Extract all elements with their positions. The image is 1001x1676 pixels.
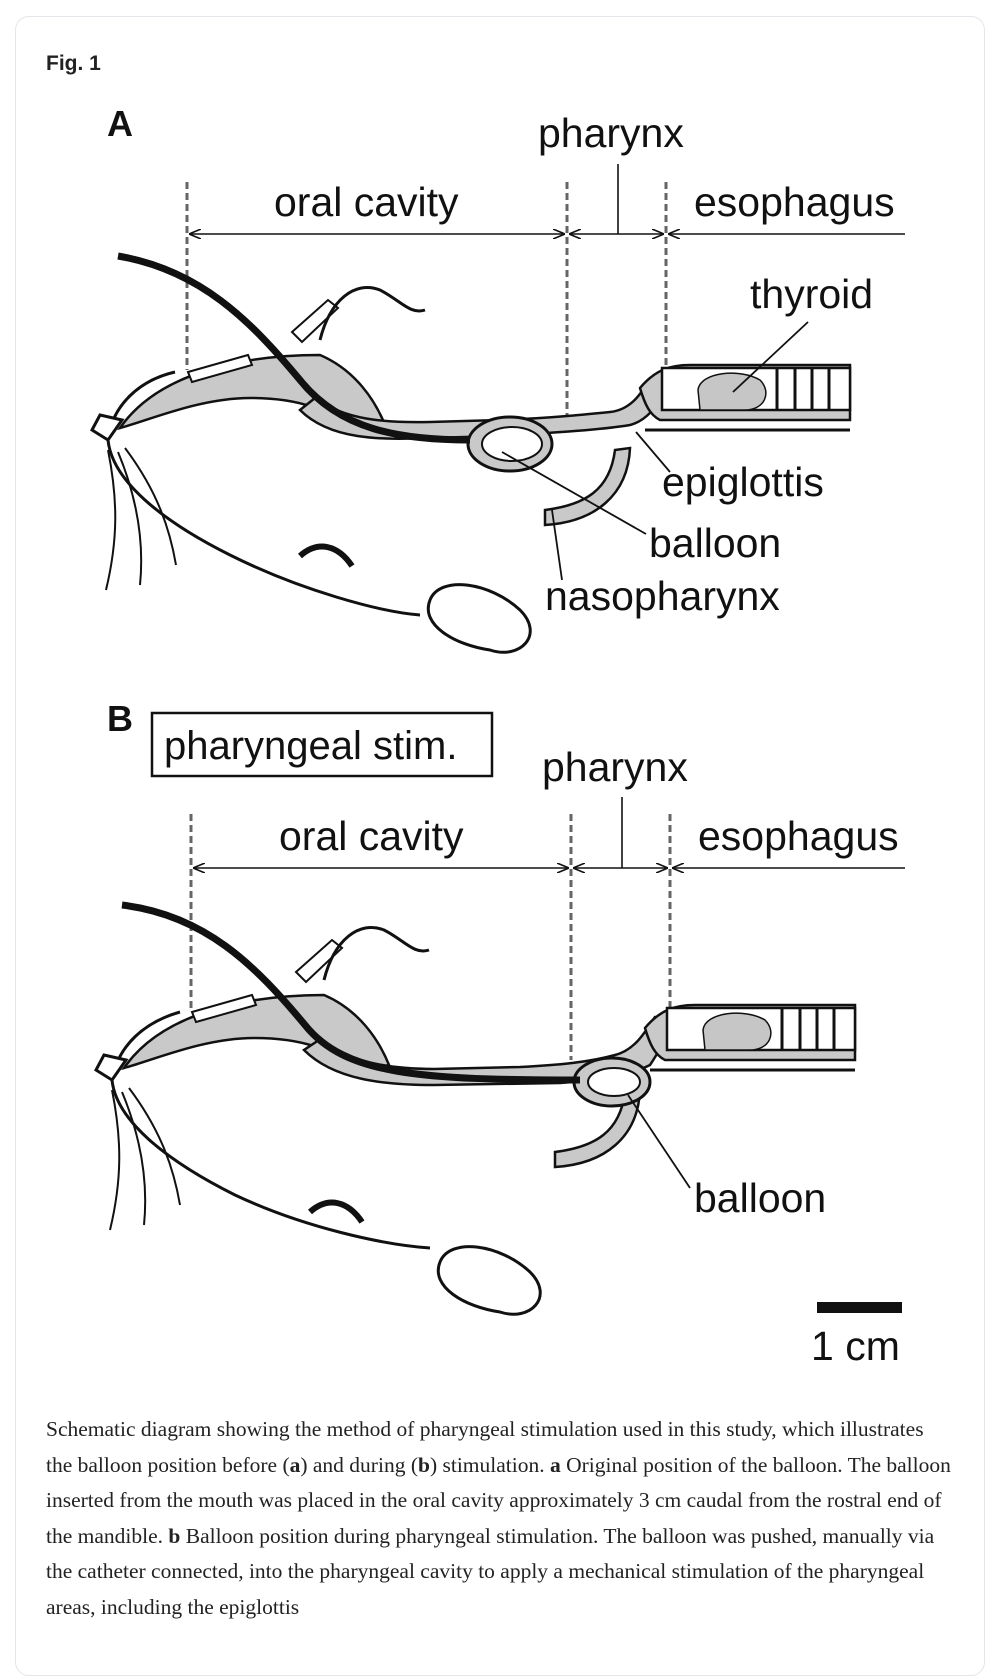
palate-curve [322,925,430,981]
epiglottis-label: epiglottis [662,459,824,505]
balloon-label: balloon [694,1175,826,1221]
catheter [121,901,581,1084]
eye [298,543,355,568]
caption-text: ) and during ( [300,1452,418,1477]
whisker [109,1089,121,1231]
catheter [117,252,471,444]
cartilage-rings [775,368,831,410]
whisker [128,1087,181,1206]
caption-panel-ref: b [168,1523,181,1548]
eye [308,1199,365,1224]
head-outline [106,370,421,617]
nasopharynx-tube [543,446,632,527]
panel-a: A [90,103,905,654]
esophagus-label: esophagus [694,179,895,225]
whisker [121,1091,147,1226]
caption-panel-ref: b [417,1452,430,1477]
stim-box-label: pharyngeal stim. [164,724,457,768]
upper-teeth [290,298,340,344]
incisor [186,353,254,384]
whisker [105,449,117,591]
pharynx-label: pharynx [538,110,684,156]
snout [90,413,125,443]
whisker [124,447,177,566]
schematic-diagram: A [90,103,905,1369]
figure-card [15,16,985,1676]
head-outline [110,1010,431,1250]
oral-cavity-label: oral cavity [279,813,464,859]
cartilage-rings [780,1008,836,1050]
whisker [117,451,143,586]
caption-text: Original position of the balloon. The ba… [46,1452,951,1548]
thyroid-gland [702,1012,772,1051]
balloon-label: balloon [649,520,781,566]
panel-b-letter: B [107,698,133,739]
thyroid-leader [732,321,809,393]
epiglottis-leader [635,431,671,473]
scale-bar: 1 cm [811,1302,902,1369]
balloon-inner [481,426,543,462]
panel-a-letter: A [107,103,133,144]
esophagus-label: esophagus [698,813,899,859]
panel-b: B pharyngeal stim. [94,698,905,1316]
figure-caption: Schematic diagram showing the method of … [46,1412,951,1625]
scale-bar-line [817,1302,902,1313]
caption-panel-ref: a [289,1452,301,1477]
snout [94,1053,129,1083]
stim-box [150,711,494,778]
caption-text: ) stimulation. [429,1452,550,1477]
caption-panel-ref: a [550,1452,561,1477]
oral-cavity-label: oral cavity [274,179,459,225]
upper-teeth [294,938,344,984]
ear [436,1245,542,1316]
thyroid-label: thyroid [750,271,873,317]
nasopharynx-leader [551,509,563,581]
balloon-leader [627,1094,691,1189]
nasopharynx-label: nasopharynx [545,573,780,619]
caption-text: Balloon position during pharyngeal stimu… [46,1523,935,1619]
balloon-leader [501,451,647,535]
scale-bar-label: 1 cm [811,1323,900,1369]
pharynx-label: pharynx [542,744,688,790]
balloon-inner [587,1067,641,1097]
caption-text: Schematic diagram showing the method of … [46,1417,924,1477]
palate-curve [318,285,426,341]
incisor [190,993,258,1024]
figure-label: Fig. 1 [46,52,101,75]
ear [426,583,532,654]
thyroid-gland [697,372,767,411]
